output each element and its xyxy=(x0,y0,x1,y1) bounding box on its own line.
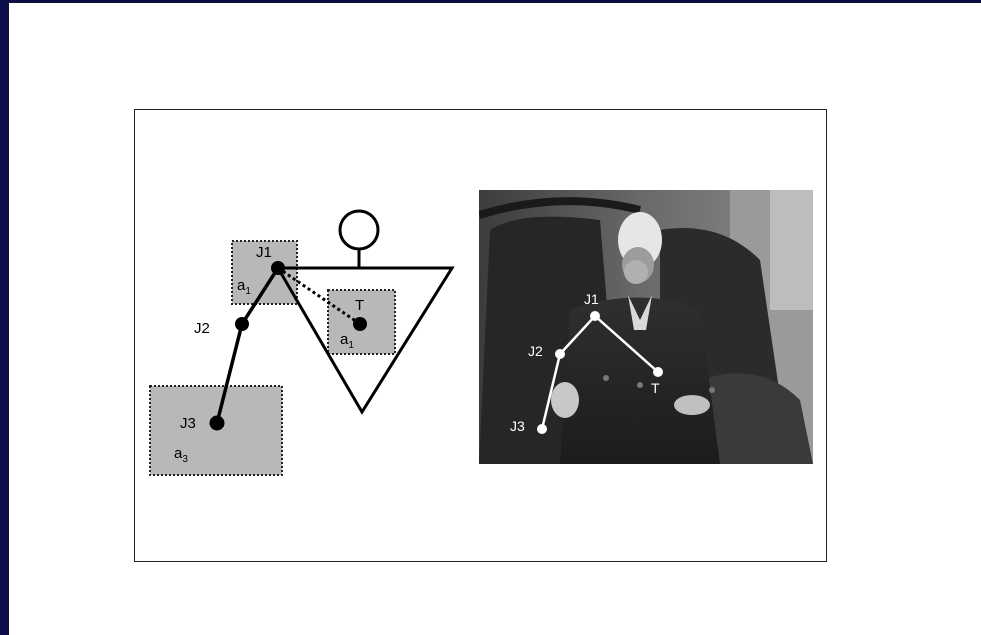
photo-target xyxy=(653,367,663,377)
target-node xyxy=(353,317,367,331)
photo-joint-j3 xyxy=(537,424,547,434)
photo-label-target: T xyxy=(651,380,660,396)
photo-joint-j1 xyxy=(590,311,600,321)
label-target: T xyxy=(355,297,364,314)
label-a1-target: a1 xyxy=(340,331,354,351)
label-a3: a3 xyxy=(174,445,188,465)
schematic-diagram: J1 J2 J3 T a1 a1 a3 xyxy=(149,209,455,476)
joint-j2-node xyxy=(235,317,249,331)
label-a1-joint: a1 xyxy=(237,277,251,297)
figure-head xyxy=(338,209,380,251)
photo-skeleton-overlay: J1 J2 J3 T xyxy=(510,291,663,434)
label-j1: J1 xyxy=(256,244,272,261)
region-a1-joint xyxy=(231,240,298,305)
photo-label-j3: J3 xyxy=(510,418,525,434)
photo-arm-skeleton xyxy=(540,314,659,430)
photo-label-j2: J2 xyxy=(528,343,543,359)
photo-label-j1: J1 xyxy=(584,291,599,307)
joint-j3-node xyxy=(209,415,225,431)
joint-j1-node xyxy=(271,261,285,275)
figure-torso-triangle xyxy=(275,266,455,415)
region-a3 xyxy=(149,385,283,476)
patient-photo xyxy=(479,190,813,464)
photo-joint-j2 xyxy=(555,349,565,359)
label-j3: J3 xyxy=(180,415,196,432)
label-j2: J2 xyxy=(194,320,210,337)
reach-dotted-line xyxy=(277,266,361,326)
